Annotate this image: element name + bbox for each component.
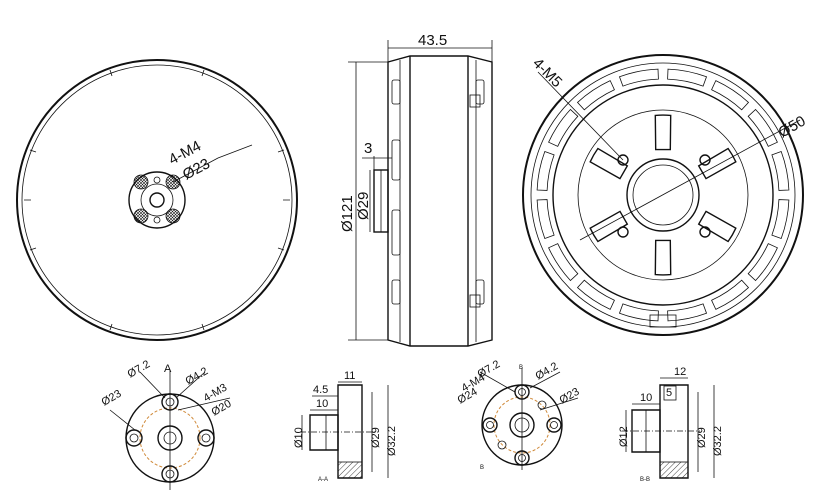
section-a-dia-29: Ø29 bbox=[370, 427, 382, 448]
rear-spoke-window bbox=[697, 210, 737, 243]
side-slots bbox=[391, 79, 485, 308]
front-inner-rim bbox=[21, 64, 293, 336]
detail-a-hole1-label: Ø7.2 bbox=[126, 358, 153, 380]
rear-slot bbox=[747, 243, 778, 282]
shaft-length-label: 3 bbox=[364, 140, 372, 157]
rear-view: 4-M5 Ø50 bbox=[522, 54, 809, 336]
front-outer-rim bbox=[16, 59, 298, 341]
rear-slot bbox=[711, 279, 750, 310]
detail-a-bolt-circle-label: Ø23 bbox=[100, 388, 124, 409]
rear-spoke-window bbox=[654, 239, 672, 276]
rear-hole bbox=[617, 154, 629, 166]
section-a-shaft bbox=[309, 414, 339, 451]
rear-slot bbox=[667, 303, 708, 322]
rear-slot bbox=[618, 68, 659, 87]
side-view: 43.5 Ø121 Ø29 3 bbox=[339, 32, 493, 347]
section-b-dia-29: Ø29 bbox=[696, 427, 708, 448]
front-rim-notches bbox=[24, 69, 290, 331]
rear-outer-slots bbox=[536, 68, 790, 322]
rear-spoke-window bbox=[654, 114, 672, 151]
rear-slot bbox=[747, 108, 778, 147]
section-a: 11 4.5 10 Ø10 Ø29 Ø32.2 A-A bbox=[293, 370, 398, 483]
rear-hole bbox=[699, 226, 711, 238]
section-b-label: B-B bbox=[640, 477, 650, 483]
section-b-dim-10: 10 bbox=[640, 392, 652, 404]
hub-hole bbox=[133, 208, 149, 224]
rear-bolt-circle-leader bbox=[579, 119, 801, 241]
section-b: 12 5 10 Ø12 Ø29 Ø32.2 B-B bbox=[618, 366, 724, 483]
rear-slot bbox=[576, 80, 615, 111]
detail-b: B B Ø7.2 Ø4.2 4-M4 Ø24 Ø23 bbox=[456, 358, 582, 471]
rear-slot bbox=[548, 243, 579, 282]
detail-a: A Ø7.2 Ø4.2 Ø23 4-M3 Ø20 bbox=[100, 358, 234, 490]
section-b-shaft-label: Ø12 bbox=[618, 426, 630, 447]
hub-hole bbox=[165, 208, 181, 224]
detail-a-axis-marker: A bbox=[164, 363, 172, 375]
front-leader bbox=[172, 144, 253, 183]
rear-outer-rim bbox=[522, 54, 804, 336]
section-a-label: A-A bbox=[318, 477, 328, 483]
rear-hole bbox=[699, 154, 711, 166]
detail-b-bolt-circle-label: Ø24 bbox=[456, 386, 480, 407]
rear-bolt-circle-label: Ø50 bbox=[776, 113, 809, 142]
rear-hole bbox=[617, 226, 629, 238]
outer-diameter-label: Ø121 bbox=[339, 195, 356, 232]
front-view: 4-M4 Ø23 bbox=[16, 59, 298, 341]
rear-spoke-window bbox=[589, 147, 629, 180]
width-label: 43.5 bbox=[418, 32, 447, 49]
rear-slot bbox=[536, 199, 555, 240]
rear-slot bbox=[618, 303, 659, 322]
section-a-dim-11: 11 bbox=[344, 370, 355, 382]
section-b-dim-12: 12 bbox=[674, 366, 686, 378]
rear-slot bbox=[548, 108, 579, 147]
rear-center-bore bbox=[626, 158, 700, 232]
rear-slot bbox=[576, 279, 615, 310]
shaft-diameter-label: Ø29 bbox=[355, 192, 372, 220]
rear-slot bbox=[667, 68, 708, 87]
hub-hole bbox=[133, 174, 149, 190]
front-hub bbox=[128, 171, 186, 229]
detail-b-outer-label: Ø23 bbox=[558, 386, 582, 407]
section-a-dia-32-2: Ø32.2 bbox=[386, 426, 398, 456]
section-b-shaft bbox=[631, 409, 661, 453]
side-body bbox=[387, 55, 493, 347]
rear-slot bbox=[771, 150, 790, 191]
section-b-dia-32-2: Ø32.2 bbox=[712, 426, 724, 456]
rear-holes-label: 4-M5 bbox=[529, 55, 565, 91]
detail-a-hole2-label: Ø4.2 bbox=[184, 365, 211, 387]
rear-slot bbox=[771, 199, 790, 240]
detail-b-axis-marker-top: B bbox=[519, 365, 523, 371]
section-a-dim-4-5: 4.5 bbox=[313, 384, 328, 396]
rear-holes-leader bbox=[537, 71, 624, 161]
rear-slot bbox=[536, 150, 555, 191]
section-b-dim-5: 5 bbox=[666, 387, 672, 399]
rear-slot bbox=[711, 80, 750, 111]
section-a-dim-10: 10 bbox=[316, 398, 328, 410]
detail-b-axis-marker-bottom: B bbox=[480, 465, 484, 471]
section-a-shaft-label: Ø10 bbox=[293, 427, 305, 448]
rear-spoke-window bbox=[697, 147, 737, 180]
